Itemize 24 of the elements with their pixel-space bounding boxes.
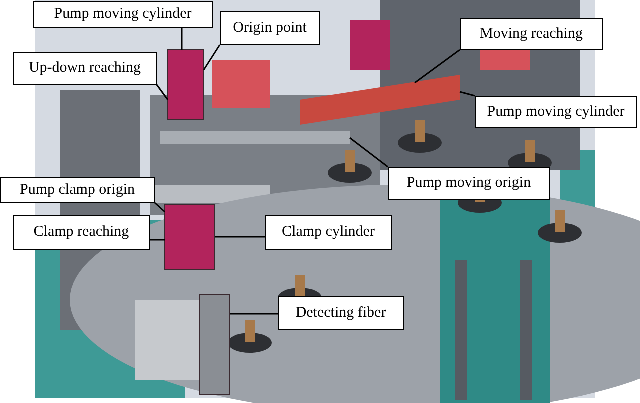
- leader-line: [215, 236, 265, 238]
- leader-line: [181, 28, 183, 50]
- callout-label: Origin point: [220, 11, 320, 45]
- slide-rail: [160, 131, 350, 144]
- callout-label: Moving reaching: [460, 18, 603, 50]
- vertical-cylinder: [168, 50, 204, 120]
- rodless-cylinder: [300, 75, 460, 125]
- leader-line: [414, 49, 460, 84]
- fiber-bracket: [200, 294, 230, 396]
- callout-label: Clamp cylinder: [265, 215, 392, 250]
- callout-label: Detecting fiber: [278, 296, 404, 330]
- leader-line: [350, 137, 388, 168]
- leader-line: [460, 91, 476, 97]
- callout-label: Clamp reaching: [13, 215, 150, 250]
- leader-line: [154, 202, 166, 213]
- callout-label: Pump moving origin: [388, 167, 550, 200]
- callout-label: Pump moving cylinder: [33, 1, 213, 28]
- leader-line: [230, 313, 278, 315]
- leader-line: [150, 239, 165, 241]
- leader-line: [156, 84, 169, 100]
- callout-label: Pump moving cylinder: [475, 96, 637, 128]
- callout-label: Pump clamp origin: [0, 177, 155, 203]
- callout-label: Up-down reaching: [13, 52, 157, 85]
- clamp-cylinder: [164, 204, 216, 270]
